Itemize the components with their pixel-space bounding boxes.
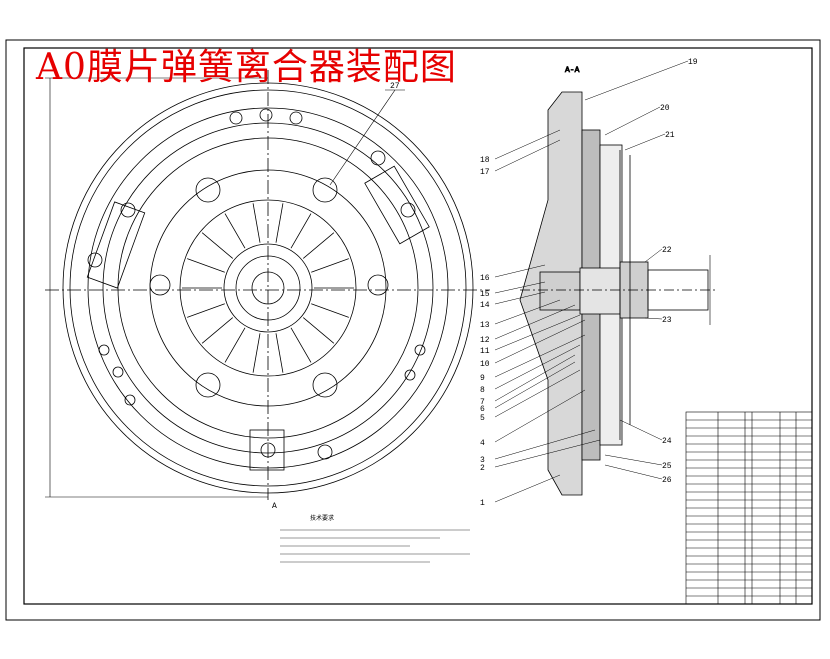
spring-finger (311, 258, 349, 273)
drawing-title: A0膜片弹簧离合器装配图 (36, 47, 457, 88)
spring-finger (187, 258, 225, 273)
technical-notes: 技术要求 (280, 514, 470, 563)
spring-finger (275, 203, 284, 243)
spring-finger (201, 317, 234, 344)
spring-finger (290, 213, 312, 249)
outer-frame (5, 39, 821, 621)
leader-line (494, 354, 576, 402)
leader-line (494, 139, 561, 172)
part-number-7: 7 (480, 398, 485, 407)
leader-line (494, 361, 576, 409)
part-number-20: 20 (660, 104, 670, 113)
part-number-23: 23 (662, 316, 672, 325)
inner-frame (23, 47, 813, 605)
part-number-26: 26 (662, 476, 672, 485)
part-number-2: 2 (480, 464, 485, 473)
part-number-1: 1 (480, 499, 485, 508)
part-number-5: 5 (480, 414, 485, 423)
leader-line (494, 334, 586, 378)
part-number-24: 24 (662, 437, 672, 446)
spring-finger (224, 327, 246, 363)
leader-line (644, 317, 663, 320)
leader-line (494, 474, 561, 503)
section-mark-bottom: A (272, 502, 277, 511)
part-number-21: 21 (665, 131, 675, 140)
leader-line (494, 429, 596, 460)
leader-line (584, 60, 689, 101)
part-number-6: 6 (480, 405, 485, 414)
spring-finger (252, 333, 261, 373)
leader-line (494, 291, 546, 305)
part-number-25: 25 (662, 462, 672, 471)
part-number-17: 17 (480, 168, 490, 177)
title-block (685, 411, 813, 605)
spring-finger (252, 203, 261, 243)
spring-finger (311, 303, 349, 318)
leader-line (624, 133, 666, 151)
leader-line (644, 248, 663, 263)
part-number-16: 16 (480, 274, 490, 283)
spring-finger (290, 327, 312, 363)
leader-line (604, 464, 663, 480)
part-number-13: 13 (480, 321, 490, 330)
section-label: A-A (565, 66, 580, 75)
part-number-4: 4 (480, 439, 485, 448)
leader-line (494, 314, 581, 351)
part-number-19: 19 (688, 58, 698, 67)
part-number-27: 27 (390, 82, 400, 91)
part-number-15: 15 (480, 290, 490, 299)
spring-finger (224, 213, 246, 249)
part-number-8: 8 (480, 386, 485, 395)
spring-finger (275, 333, 284, 373)
part-number-14: 14 (480, 301, 490, 310)
leader-line (494, 299, 561, 325)
part-number-10: 10 (480, 360, 490, 369)
part-number-9: 9 (480, 374, 485, 383)
part-number-18: 18 (480, 156, 490, 165)
section-view: A-A (519, 66, 715, 496)
leader-line (494, 344, 581, 390)
leader-line (494, 129, 561, 160)
leader-line (494, 389, 586, 443)
leader-line (494, 369, 581, 418)
spring-finger (201, 232, 234, 259)
front-view (45, 70, 490, 500)
part-number-3: 3 (480, 456, 485, 465)
leader-27: 27 (329, 82, 405, 186)
part-number-leaders: 1920211817161514131211109876543212223242… (480, 58, 698, 508)
leader-line (494, 439, 601, 468)
part-number-12: 12 (480, 336, 490, 345)
spring-finger (187, 303, 225, 318)
leader-line (494, 281, 546, 294)
leader-line (619, 419, 663, 441)
spring-finger (302, 232, 335, 259)
leader-line (494, 319, 586, 364)
leader-line (604, 106, 661, 136)
leader-line (494, 304, 576, 340)
notes-title: 技术要求 (310, 514, 334, 522)
leader-line (494, 264, 546, 278)
part-number-22: 22 (662, 246, 672, 255)
leader-line (604, 454, 663, 466)
spring-finger (302, 317, 335, 344)
part-number-11: 11 (480, 347, 490, 356)
